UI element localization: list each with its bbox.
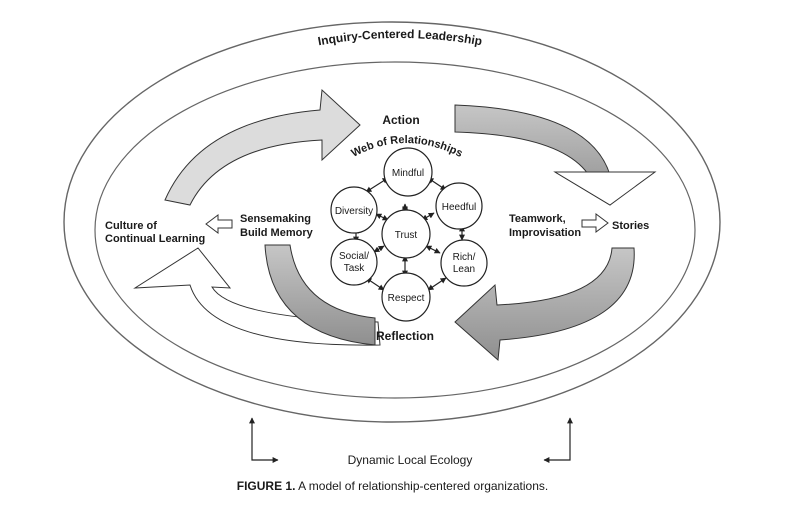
left-outer-line1: Culture of — [105, 220, 157, 232]
node-respect — [381, 272, 431, 322]
node-rich — [440, 239, 488, 287]
node-diversity — [330, 186, 378, 234]
ecology-arrows — [249, 417, 573, 463]
node-rich-label-1: Rich/ — [453, 252, 476, 263]
outer-ellipse — [63, 21, 721, 423]
right-inner-line1: Teamwork, — [509, 213, 566, 225]
right-outer-label: Stories — [612, 220, 649, 232]
node-heedful-label: Heedful — [442, 202, 476, 213]
node-trust-label: Trust — [395, 230, 418, 241]
ecology-label: Dynamic Local Ecology — [348, 453, 473, 467]
figure-caption: FIGURE 1. A model of relationship-center… — [0, 479, 785, 493]
node-rich-label-2: Lean — [453, 264, 475, 275]
lower-left-arrow-tail — [264, 244, 376, 346]
node-social — [330, 238, 378, 286]
lower-right-cycle-arrow — [454, 247, 635, 362]
left-inner-line1: Sensemaking — [240, 213, 311, 225]
left-outer-line2: Continual Learning — [105, 233, 205, 245]
outer-label: Inquiry-Centered Leadership — [317, 27, 484, 48]
node-social-label-2: Task — [344, 263, 366, 274]
node-trust — [381, 209, 431, 259]
node-diversity-label: Diversity — [335, 206, 373, 217]
caption-prefix: FIGURE 1. — [236, 479, 296, 493]
right-small-arrow — [581, 213, 609, 233]
left-inner-line2: Build Memory — [240, 227, 314, 239]
right-inner-line2: Improvisation — [509, 227, 581, 239]
left-small-arrow — [205, 214, 233, 234]
upper-right-arrow-head — [553, 171, 657, 206]
reflection-label: Reflection — [376, 329, 434, 343]
node-heedful — [435, 182, 483, 230]
caption-text: A model of relationship-centered organiz… — [295, 479, 549, 493]
upper-left-cycle-arrow — [164, 88, 361, 206]
node-mindful — [383, 147, 433, 197]
node-mindful-label: Mindful — [392, 168, 424, 179]
node-respect-label: Respect — [388, 293, 425, 304]
inner-ellipse — [94, 61, 696, 399]
node-social-label-1: Social/ — [339, 251, 369, 262]
action-label: Action — [382, 113, 419, 127]
